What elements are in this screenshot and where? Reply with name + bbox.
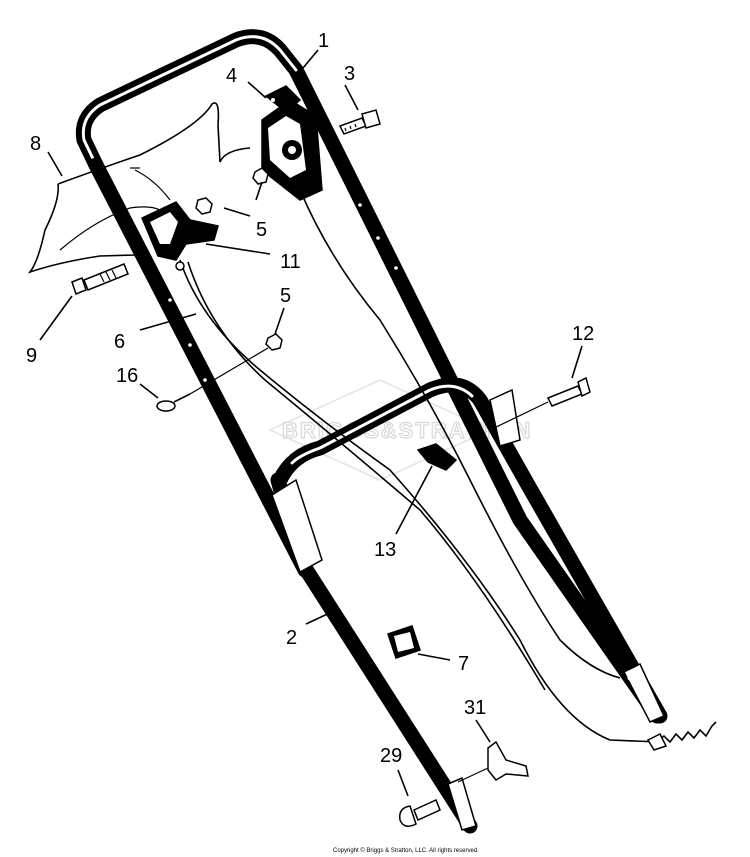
decal (387, 625, 421, 659)
callout-29: 29 (380, 745, 402, 767)
callout-1: 1 (318, 30, 329, 52)
callout-31: 31 (464, 697, 486, 719)
carriage-bolt (398, 798, 441, 827)
callout-5b: 5 (280, 285, 291, 307)
eye-bolt (156, 347, 269, 412)
screw-bolt-3 (338, 109, 381, 135)
callout-16: 16 (116, 365, 138, 387)
wing-nut (457, 740, 529, 783)
cables (27, 102, 661, 743)
spring (646, 721, 717, 751)
lower-handle (270, 377, 668, 834)
bail-bracket (141, 201, 219, 271)
callout-9: 9 (26, 345, 37, 367)
callout-13: 13 (374, 539, 396, 561)
nuts (195, 167, 283, 351)
leader-lines (39, 49, 583, 797)
callout-12: 12 (572, 323, 594, 345)
callouts: 1 2 3 4 5 5 6 7 8 9 11 12 13 16 29 31 (26, 30, 594, 767)
callout-5a: 5 (256, 219, 267, 241)
callout-7: 7 (458, 653, 469, 675)
callout-2: 2 (286, 627, 297, 649)
callout-4: 4 (226, 65, 237, 87)
throttle-control (261, 85, 323, 201)
bolt-9 (71, 263, 129, 295)
callout-6: 6 (114, 331, 125, 353)
bolt-12 (489, 376, 591, 431)
copyright-text: Copyright © Briggs & Stratton, LLC. All … (333, 847, 479, 854)
callout-11: 11 (280, 251, 301, 273)
upper-handle (75, 29, 665, 724)
callout-8: 8 (30, 133, 41, 155)
cable-guide (416, 443, 458, 471)
callout-3: 3 (344, 63, 355, 85)
